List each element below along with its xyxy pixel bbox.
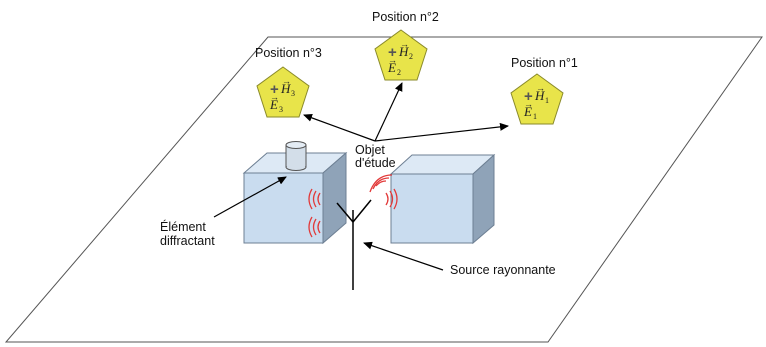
antenna-v <box>336 199 372 223</box>
pentagon-3-shape <box>256 66 310 118</box>
h-index-1: 1 <box>545 96 549 105</box>
plus-sign-2: + <box>388 44 397 61</box>
wave-center <box>369 174 393 193</box>
position-1-label: Position n°1 <box>511 56 578 70</box>
e-field-2: E <box>387 60 396 75</box>
e-index-3: 3 <box>279 105 283 114</box>
position-2-label: Position n°2 <box>372 10 439 24</box>
arrow-to-position-1 <box>374 122 509 142</box>
ground-plane <box>4 36 763 343</box>
diffracting-label-line2: diffractant <box>160 234 215 248</box>
arrow-source <box>363 241 444 271</box>
pentagon-1-shape <box>510 73 564 125</box>
wave-left-lower <box>308 216 321 238</box>
vector-arrow-icon: → <box>270 92 279 102</box>
right-box <box>389 153 496 245</box>
right-box-front <box>390 173 474 244</box>
vector-arrow-icon: → <box>536 83 545 93</box>
object-label-line2: d'étude <box>355 156 396 170</box>
e-field-1: E <box>523 104 532 119</box>
e-field-3: E <box>269 97 278 112</box>
plus-sign-3: + <box>270 81 279 98</box>
arrow-to-position-3 <box>303 113 376 142</box>
arrow-diffracting <box>213 176 287 218</box>
position-arrows <box>303 82 509 142</box>
diffracting-label-line1: Élément <box>160 219 206 234</box>
pentagon-2-shape <box>374 29 428 81</box>
position-2-probe: + H → 2 E → 2 <box>374 29 428 81</box>
position-1-probe: + H → 1 E → 1 <box>510 73 564 125</box>
h-field-1: H <box>534 88 545 103</box>
vector-arrow-icon: → <box>388 55 397 65</box>
vector-arrow-icon: → <box>524 99 533 109</box>
e-index-2: 2 <box>397 68 401 77</box>
wave-left-upper <box>308 188 321 210</box>
wave-right <box>385 188 398 210</box>
h-field-3: H <box>280 81 291 96</box>
h-index-3: 3 <box>291 89 295 98</box>
cylinder-element <box>285 141 307 171</box>
object-label-line1: Objet <box>355 143 385 157</box>
vector-arrow-icon: → <box>282 76 291 86</box>
vector-arrow-icon: → <box>400 39 409 49</box>
e-index-1: 1 <box>533 112 537 121</box>
position-3-label: Position n°3 <box>255 46 322 60</box>
plus-sign-1: + <box>524 88 533 105</box>
h-field-2: H <box>398 44 409 59</box>
arrow-to-position-2 <box>374 82 403 142</box>
h-index-2: 2 <box>409 52 413 61</box>
source-label: Source rayonnante <box>450 263 556 277</box>
position-3-probe: + H → 3 E → 3 <box>256 66 310 118</box>
